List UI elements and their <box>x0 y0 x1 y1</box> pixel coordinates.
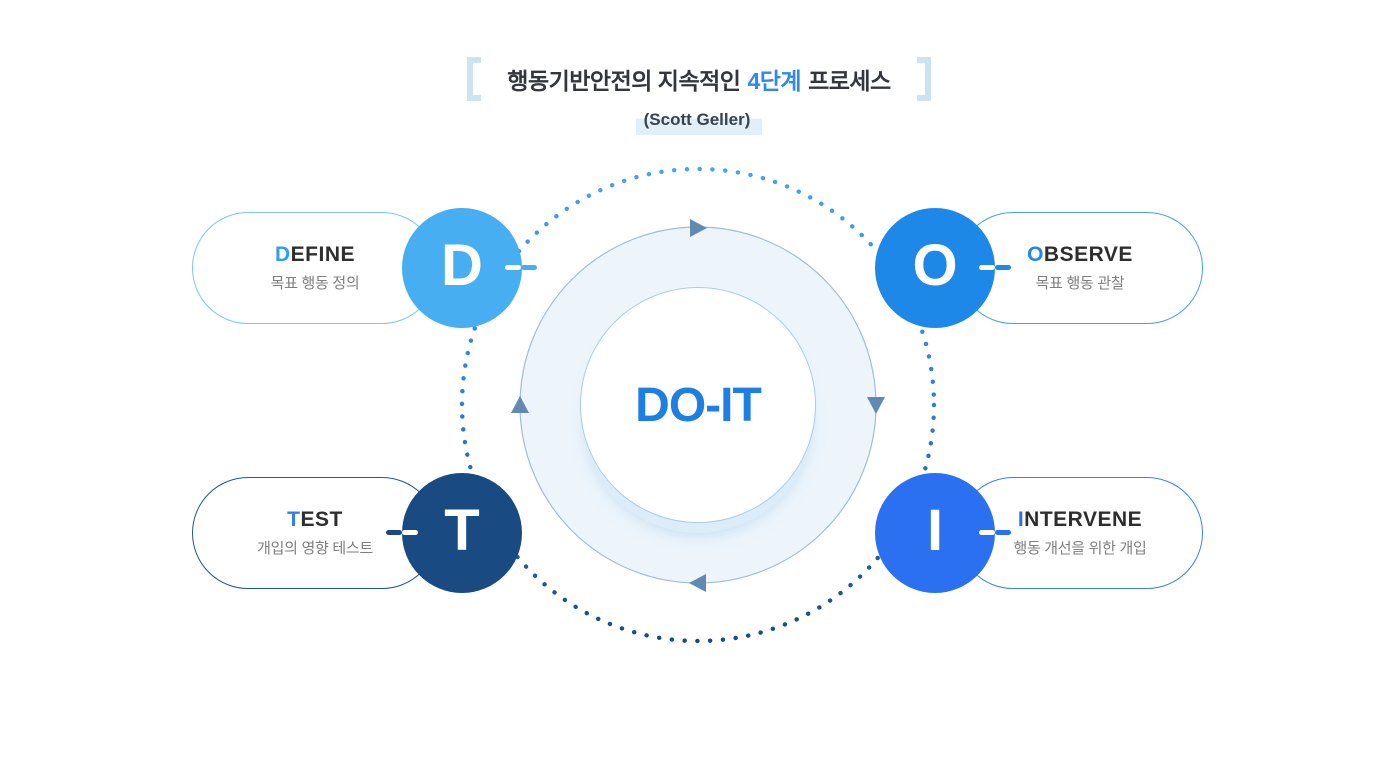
observe-subtitle: 목표 행동 관찰 <box>1035 275 1125 292</box>
observe-dash-inner <box>979 265 995 270</box>
center-label: DO-IT <box>635 378 762 432</box>
observe-dash-outer <box>995 265 1011 270</box>
test-word-rest: EST <box>300 508 343 531</box>
title-part1: 행동기반안전의 지속적인 <box>507 68 741 94</box>
intervene-word-rest: NTERVENE <box>1024 508 1143 531</box>
test-circle: T <box>402 473 522 593</box>
define-word-rest: EFINE <box>290 243 355 266</box>
define-dash-outer <box>521 265 537 270</box>
define-subtitle: 목표 행동 정의 <box>270 275 360 292</box>
test-letter: T <box>444 498 480 563</box>
test-dash-outer <box>386 530 402 535</box>
define-dash-inner <box>505 265 521 270</box>
test-word: TEST <box>287 508 343 532</box>
center-circle: DO-IT <box>580 287 816 523</box>
observe-letter: O <box>912 233 958 298</box>
test-dash-inner <box>402 530 418 535</box>
intervene-word-initial: I <box>1017 508 1025 531</box>
test-subtitle: 개입의 영향 테스트 <box>257 540 373 557</box>
define-circle: D <box>402 208 522 328</box>
define-word: DEFINE <box>275 243 355 267</box>
page-subtitle: (Scott Geller) <box>635 108 763 135</box>
dotted-outer-ring <box>459 166 937 644</box>
title-part2: 프로세스 <box>808 68 891 94</box>
observe-word-initial: O <box>1027 243 1044 266</box>
define-pill: DEFINE 목표 행동 정의 <box>192 212 438 324</box>
right-bracket-icon <box>916 57 931 101</box>
test-pill: TEST 개입의 영향 테스트 <box>192 477 438 589</box>
flow-arrow-right-icon <box>867 397 885 414</box>
intervene-subtitle: 행동 개선을 위한 개입 <box>1013 540 1147 557</box>
observe-word: OBSERVE <box>1027 243 1133 267</box>
flow-arrow-left-icon <box>511 396 529 413</box>
title-accent: 4단계 <box>747 68 802 94</box>
intervene-dash-outer <box>995 530 1011 535</box>
left-bracket-icon <box>467 57 482 101</box>
intervene-dash-inner <box>979 530 995 535</box>
intervene-circle: I <box>875 473 995 593</box>
test-word-initial: T <box>287 508 301 531</box>
observe-circle: O <box>875 208 995 328</box>
flow-arrow-bottom-icon <box>689 574 706 592</box>
intervene-letter: I <box>926 498 944 563</box>
observe-word-rest: BSERVE <box>1043 243 1133 266</box>
define-letter: D <box>441 233 483 298</box>
intervene-word: INTERVENE <box>1018 508 1142 532</box>
flow-arrow-top-icon <box>690 219 707 237</box>
define-word-initial: D <box>274 243 291 266</box>
